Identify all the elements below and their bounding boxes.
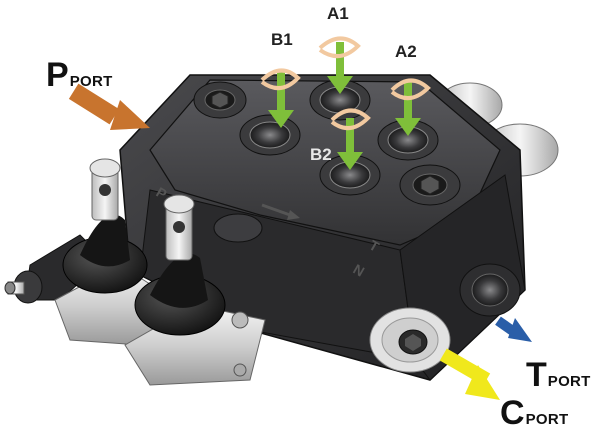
label-a1: A1 [327, 4, 349, 23]
t-port-arrow [495, 316, 532, 342]
flow-arrows [268, 42, 421, 170]
p-port-suffix: PORT [69, 73, 113, 90]
rotation-arrow-b1 [260, 68, 301, 90]
top-ports [193, 79, 461, 206]
flow-arrow-a1 [327, 42, 353, 94]
t-port-suffix: PORT [547, 373, 591, 390]
p-port-letter: P [46, 56, 69, 94]
label-b1: B1 [271, 30, 293, 49]
side-ports [369, 263, 521, 373]
flow-arrow-b1 [268, 72, 294, 128]
rotation-arrows [260, 36, 431, 130]
rotation-arrow-a1 [318, 36, 361, 58]
c-port-arrow [439, 348, 500, 400]
lever-1[interactable] [62, 158, 148, 294]
rotation-arrow-a2 [390, 78, 431, 100]
p-port-arrow [68, 83, 150, 130]
port-arrows [68, 83, 532, 400]
c-port-letter: C [500, 394, 525, 432]
flow-arrow-b2 [337, 118, 363, 170]
nameplate [213, 203, 300, 243]
rotation-arrow-b2 [330, 108, 371, 130]
lever-2[interactable] [134, 194, 226, 336]
flow-arrow-a2 [395, 82, 421, 136]
label-b2: B2 [310, 145, 332, 164]
t-port-letter: T [526, 356, 547, 394]
label-a2: A2 [395, 42, 417, 61]
c-port-suffix: PORT [525, 411, 569, 428]
